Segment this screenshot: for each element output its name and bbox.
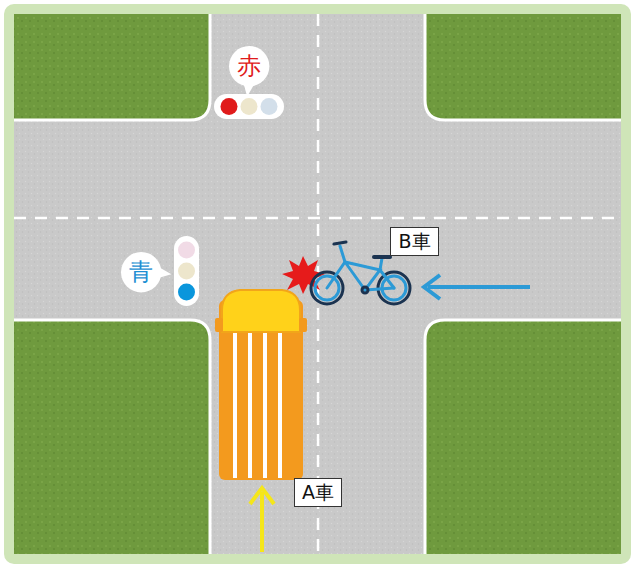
bubble-circle [121,252,161,292]
signal-label: 青 [129,259,153,285]
grass [425,14,621,120]
direction-arrow [424,275,530,299]
label-box: B車 [390,227,439,256]
road [14,14,621,554]
grass [14,14,210,120]
grass [14,320,210,554]
traffic-light [174,236,199,306]
grass [425,320,621,554]
vehicle-a [215,290,307,480]
direction-arrow [250,488,274,552]
speech-bubble: 青 [121,252,161,292]
speech-bubble: 赤 [229,46,269,86]
vehicle-label: A車 [302,482,334,503]
frame [4,4,631,564]
label-box: A車 [294,478,342,507]
traffic-light [214,94,284,119]
bubble-circle [229,46,269,86]
curb-lines [14,14,621,554]
vehicle-label: B車 [398,231,430,252]
center-lines [14,14,621,554]
signal-label: 赤 [237,53,261,79]
